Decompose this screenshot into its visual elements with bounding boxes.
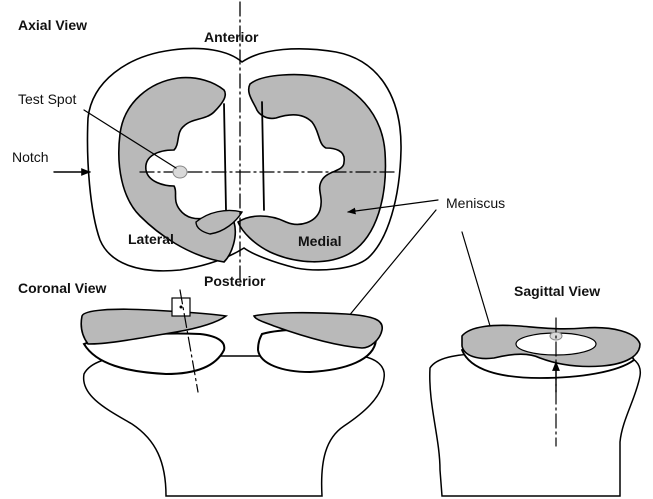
coronal-tibia (84, 356, 385, 496)
notch-label: Notch (12, 149, 49, 165)
posterior-label: Posterior (204, 273, 266, 289)
axial-view-label: Axial View (18, 17, 87, 33)
coronal-view: Coronal View (18, 280, 384, 496)
axial-view: Axial View Anterior Test Spot Notch Late… (12, 2, 401, 289)
coronal-test-probe-dot (180, 306, 183, 309)
anterior-label: Anterior (204, 29, 259, 45)
cruciate-line-1 (224, 104, 226, 210)
coronal-view-label: Coronal View (18, 280, 107, 296)
medial-label: Medial (298, 233, 342, 249)
sagittal-view: Sagittal View (430, 283, 641, 496)
sagittal-view-label: Sagittal View (514, 283, 600, 299)
test-spot-label: Test Spot (18, 91, 76, 107)
lateral-label: Lateral (128, 231, 174, 247)
meniscus-label: Meniscus (446, 195, 505, 211)
cruciate-line-2 (262, 102, 264, 210)
